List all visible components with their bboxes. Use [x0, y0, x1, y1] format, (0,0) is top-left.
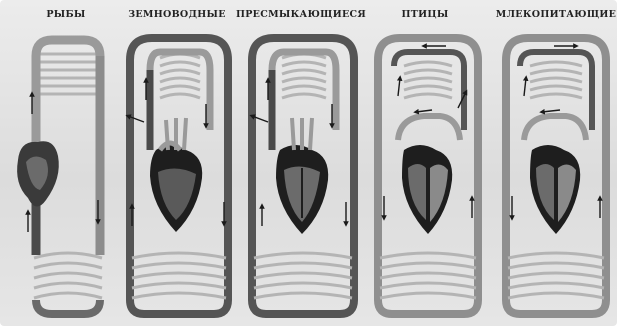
- lung-capillaries: [282, 54, 326, 98]
- body-capillaries: [254, 253, 352, 298]
- body-capillaries: [132, 253, 226, 298]
- fish-bottom-vessel: [36, 300, 100, 314]
- lung-capillaries: [404, 62, 452, 98]
- crossing-vessel: [398, 116, 460, 140]
- arrow-up: [524, 78, 526, 96]
- amphibian-heart: [150, 118, 202, 232]
- gill-capillaries: [40, 54, 96, 94]
- panel-amphibians: [128, 38, 228, 314]
- body-capillaries: [34, 253, 102, 298]
- panel-birds: [378, 38, 478, 314]
- lung-capillaries: [160, 54, 200, 98]
- crossing-vessel: [524, 116, 586, 140]
- panel-mammals: [506, 38, 606, 314]
- body-capillaries: [508, 253, 604, 298]
- arrow-left: [542, 110, 560, 112]
- arrow-up: [398, 78, 400, 96]
- arrow-left: [416, 110, 432, 112]
- panel-fish: [17, 40, 102, 314]
- reptile-heart: [276, 118, 328, 234]
- fish-heart: [17, 141, 59, 206]
- body-capillaries: [380, 253, 476, 298]
- lung-capillaries: [530, 62, 582, 98]
- mammal-heart: [530, 145, 580, 234]
- bird-heart: [402, 145, 452, 234]
- panel-reptiles: [252, 38, 354, 314]
- pulmonary-loop: [150, 52, 210, 130]
